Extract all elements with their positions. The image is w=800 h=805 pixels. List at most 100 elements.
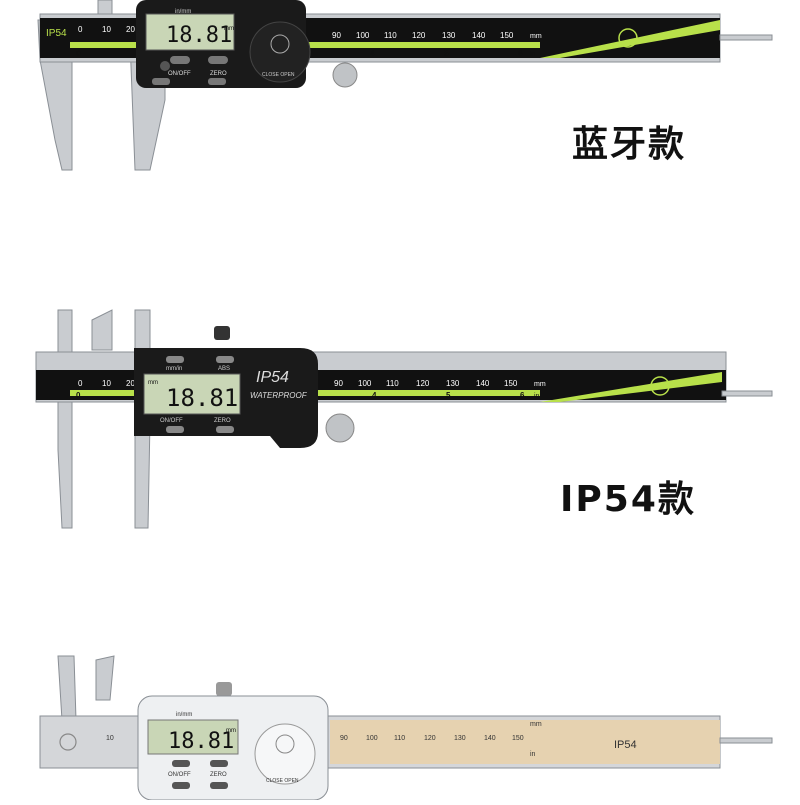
brand-logo-icon [650, 376, 670, 396]
mm-tick: 150 [500, 31, 514, 40]
lcd-unit: mm [224, 26, 234, 32]
in-unit: in [530, 751, 536, 758]
bluetooth-logo-icon [270, 34, 290, 54]
inner-jaw [91, 309, 113, 351]
bottom-right-button[interactable] [210, 782, 228, 789]
battery-lid[interactable] [254, 723, 316, 785]
lcd-unit: mm [226, 728, 236, 734]
mm-tick: 90 [340, 735, 348, 742]
thumb-roller[interactable] [325, 413, 355, 443]
bottom-left-button[interactable] [172, 782, 190, 789]
lcd-top-label: mm/in [166, 366, 182, 372]
lcd-top-label: in/mm [175, 9, 191, 15]
brand-logo-icon [618, 28, 638, 48]
in-tick: 4 [370, 49, 375, 58]
in-tick: 5 [446, 391, 451, 400]
lcd-reading: 18.81 [166, 384, 238, 412]
in-tick: 0 [76, 49, 81, 58]
left-button[interactable] [160, 61, 170, 71]
zero-button[interactable] [216, 426, 234, 433]
variant-caption: IP54款 [560, 479, 696, 520]
bottom-right-button[interactable] [208, 78, 226, 85]
in-tick: 0 [76, 391, 81, 400]
lid-label: CLOSE OPEN [266, 778, 299, 784]
mm-tick: 20 [126, 379, 135, 388]
mm-tick: 100 [358, 379, 372, 388]
mm-tick: 110 [394, 735, 405, 742]
waterproof-label: WATERPROOF [250, 391, 308, 400]
lcd-screen [143, 373, 241, 415]
mm-tick: 120 [412, 31, 426, 40]
mm-unit: mm [534, 381, 546, 388]
mm-tick: 0 [78, 25, 83, 34]
lid-label: CLOSE OPEN [262, 72, 295, 78]
inner-jaw [95, 655, 115, 701]
lid-logo-icon [275, 734, 295, 754]
in-unit: in [530, 51, 536, 58]
depth-rod [719, 737, 773, 744]
mm-tick: 110 [384, 31, 397, 40]
mm-tick: 130 [442, 31, 456, 40]
in-unit: in [534, 393, 540, 400]
variant-caption: 蓝牙款 [572, 124, 687, 165]
outer-jaw-left [57, 309, 73, 529]
mm-tick: 140 [472, 31, 486, 40]
variant-ip54: 0 10 20 90 100 110 120 130 140 150 mm 0 … [0, 300, 800, 560]
mm-tick: 150 [504, 379, 518, 388]
in-tick: 6 [518, 49, 523, 58]
unit-button[interactable] [166, 356, 184, 363]
scale-green-swoosh [540, 372, 722, 402]
lcd-unit: mm [148, 380, 158, 386]
mm-tick: 10 [106, 735, 114, 742]
mm-tick-labels: 0 10 20 90 100 110 120 130 140 150 mm [78, 25, 542, 40]
thumb-roller[interactable] [332, 62, 358, 88]
lock-screw[interactable] [216, 682, 232, 696]
scale-ip54-label: IP54 [46, 28, 67, 39]
abs-button[interactable] [216, 356, 234, 363]
mm-tick: 20 [126, 25, 135, 34]
white-caliper-image: 10 90 100 110 120 130 140 150 mm in IP54… [39, 655, 773, 801]
brand-logo-icon [59, 733, 77, 751]
mm-tick: 130 [454, 735, 466, 742]
zero-button[interactable] [210, 760, 228, 767]
mm-tick: 90 [334, 379, 343, 388]
lcd-reading: 18.81 [168, 729, 234, 754]
ip54-caliper-image: 0 10 20 90 100 110 120 130 140 150 mm 0 … [35, 309, 773, 529]
mm-tick-labels: 0 10 20 90 100 110 120 130 140 150 mm [78, 379, 546, 388]
in-tick: 6 [520, 391, 525, 400]
variant-white: 10 90 100 110 120 130 140 150 mm in IP54… [0, 650, 800, 801]
battery-lid[interactable] [249, 21, 311, 83]
mm-tick: 0 [78, 379, 83, 388]
lock-screw[interactable] [214, 326, 230, 340]
zero-label: ZERO [210, 772, 227, 778]
bluetooth-caliper-image: IP54 0 10 20 90 100 110 120 130 140 150 … [37, 0, 773, 171]
on-off-button[interactable] [166, 426, 184, 433]
on-off-button[interactable] [172, 760, 190, 767]
mm-tick: 10 [102, 379, 111, 388]
variant-bluetooth: IP54 0 10 20 90 100 110 120 130 140 150 … [0, 0, 800, 260]
mm-tick: 110 [386, 379, 399, 388]
zero-label: ZERO [210, 71, 227, 77]
mm-tick: 130 [446, 379, 460, 388]
on-off-label: ON/OFF [168, 772, 191, 778]
zero-label: ZERO [214, 418, 231, 424]
scale-green-swoosh [540, 20, 720, 58]
bottom-left-button[interactable] [152, 78, 170, 85]
mm-tick: 150 [512, 735, 524, 742]
depth-rod [721, 390, 773, 397]
zero-button[interactable] [208, 56, 228, 64]
depth-rod [719, 34, 773, 41]
mm-tick: 10 [102, 25, 111, 34]
on-off-button[interactable] [170, 56, 190, 64]
in-tick-labels: 0 4 5 6 in [76, 49, 536, 58]
lcd-screen [145, 13, 235, 51]
scale-ip54-label: IP54 [614, 739, 637, 751]
on-off-label: ON/OFF [160, 418, 183, 424]
in-tick: 4 [372, 391, 377, 400]
lcd-abs-label: ABS [218, 366, 230, 372]
on-off-label: ON/OFF [168, 71, 191, 77]
mm-tick: 100 [356, 31, 370, 40]
mm-tick: 120 [416, 379, 430, 388]
mm-tick: 140 [476, 379, 490, 388]
mm-tick-labels: 10 90 100 110 120 130 140 150 mm in [106, 721, 542, 758]
